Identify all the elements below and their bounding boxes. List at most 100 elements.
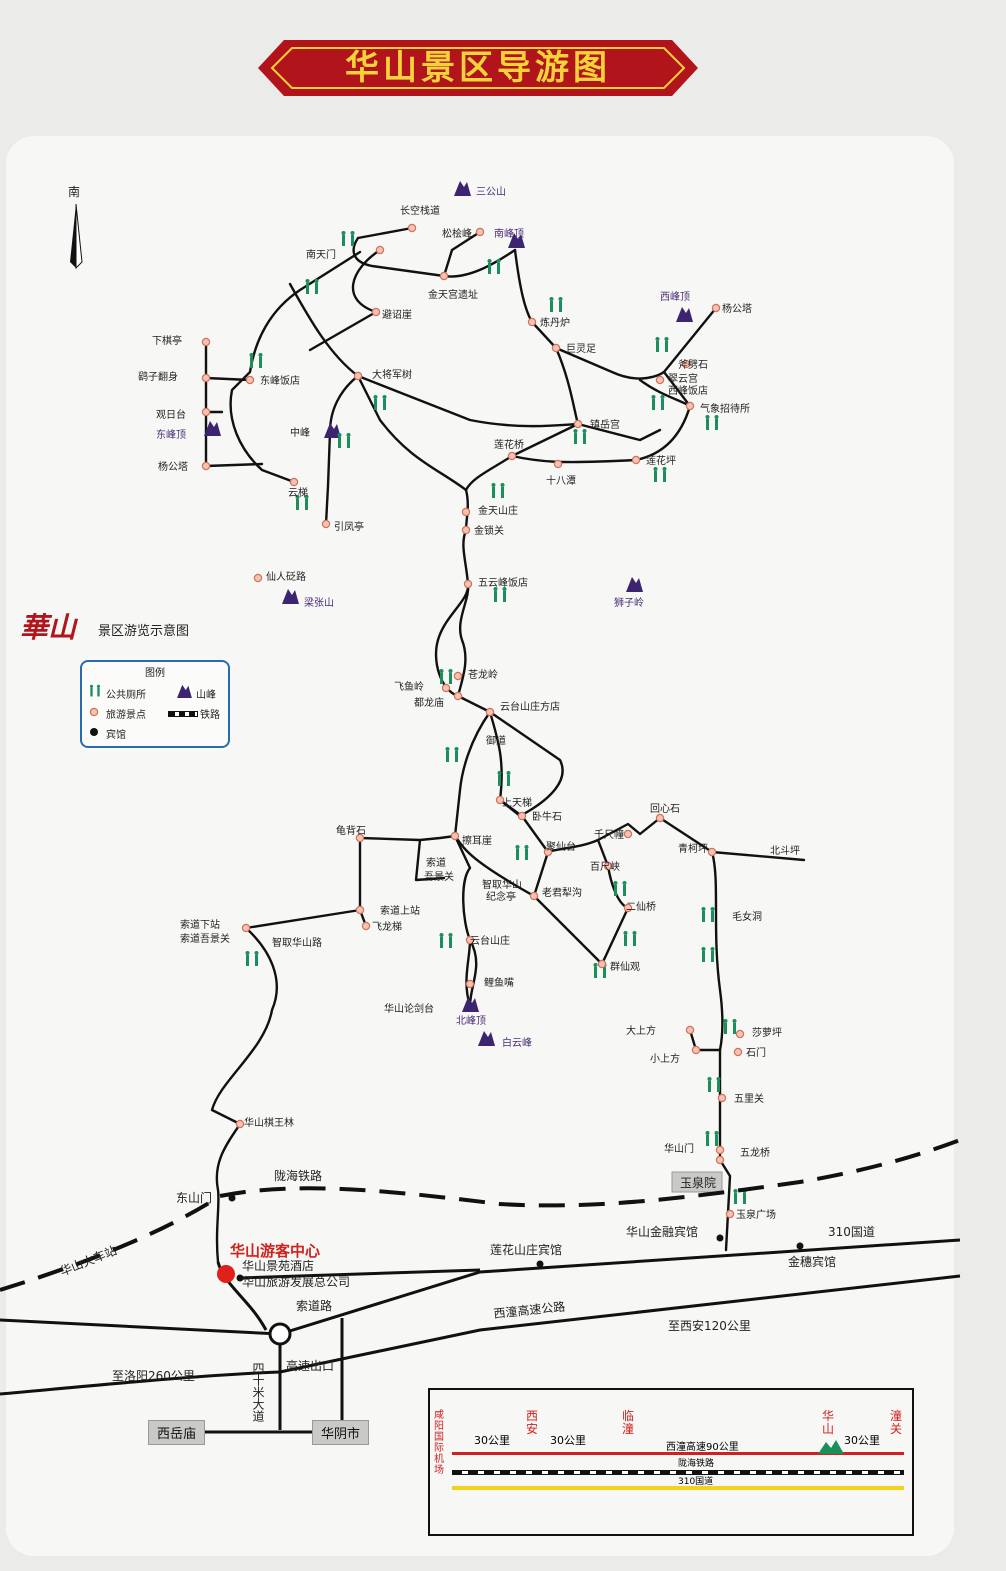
label-dongfeng: 东峰顶 [156,428,186,441]
label-yuquan-square: 玉泉广场 [736,1208,776,1221]
hotel-icon [236,1274,244,1282]
label-to-luoyang: 至洛阳260公里 [112,1368,195,1383]
toilet-icon [445,747,459,762]
label-dongfeng-hotel: 东峰饭店 [260,374,300,387]
label-shaluo: 莎萝坪 [752,1026,782,1039]
rail-route-line [452,1470,904,1475]
label-jintiangong: 金天宫遗址 [428,288,478,301]
logo-calligraphy: 華山 [20,611,77,644]
distance-4: 30公里 [844,1434,880,1447]
toilet-icon [705,1131,719,1146]
label-suodao-road: 索道路 [296,1298,332,1313]
toilet-icon [491,483,505,498]
map-title: 华山景区导游图 [345,48,611,88]
toilet-icon [701,947,715,962]
toilet-icon [337,433,351,448]
label-lixian: 梁张山 [304,596,334,609]
hotel-icon [90,728,98,736]
label-yunti: 云梯 [288,486,308,499]
label-zhiqu-road: 智取华山路 [272,936,322,949]
label-xianren: 仙人砭路 [266,570,306,583]
toilet-icon [723,1019,737,1034]
label-visitor-center: 华山游客中心 [230,1242,320,1260]
huashan-label: 华山 [822,1409,835,1436]
label-suodao-xie2: 吾景关 [424,870,454,883]
toilet-icon [705,415,719,430]
label-dashangfang: 大上方 [626,1024,656,1037]
hotel-icon [228,1194,236,1202]
legend-title: 图例 [145,668,165,679]
spot-icon [89,707,99,717]
label-jinrong: 华山金融宾馆 [626,1224,698,1239]
logo: 華山 景区游览示意图 [20,606,260,654]
label-jinsuo: 金锁关 [474,524,504,537]
hotel-icon [796,1242,804,1250]
label-woniu: 卧牛石 [532,810,562,823]
label-shizi: 狮子岭 [614,596,644,609]
logo-caption: 景区游览示意图 [98,624,190,639]
label-liandanlu: 炼丹炉 [540,316,570,329]
distance-1: 30公里 [474,1434,510,1447]
label-yuntai-villa: 云台山庄 [470,934,510,947]
label-jintian-villa: 金天山庄 [478,504,518,517]
toilet-icon [707,1077,721,1092]
label-lianhuaping: 莲花坪 [646,454,676,467]
label-sangong: 三公山 [476,186,506,198]
highway-route-line [452,1452,904,1455]
compass-icon [70,203,83,270]
label-yudao: 御道 [486,734,506,747]
label-g310: 310国道 [828,1225,875,1239]
label-suodao-up: 索道上站 [380,904,420,917]
toilet-icon [613,881,627,896]
distance-2: 30公里 [550,1434,586,1447]
railway-line [0,1138,961,1292]
airport-label: 咸阳国际机场 [434,1410,444,1476]
toilet-icon [89,684,101,697]
label-huoche: 华山火车站 [58,1242,119,1278]
label-baiyun: 白云峰 [502,1036,532,1049]
legend: 图例 公共厕所 山峰 旅游景点 铁路 宾馆 [80,660,230,748]
label-songjian: 松桧峰 [442,227,472,240]
label-suodao-xie: 索道 [426,856,446,869]
toilet-icon [623,931,637,946]
label-suodao-down2: 索道吾景关 [180,932,230,945]
label-dulong: 都龙庙 [414,696,444,709]
peak-icon [177,684,192,698]
label-beidou: 北斗坪 [770,844,800,857]
xian-label: 西安 [526,1409,539,1436]
road-network [0,1238,961,1434]
label-guanri: 观日台 [156,408,186,421]
toilet-icon [573,429,587,444]
label-zhiqu: 智取华山 [482,878,522,891]
label-wuyun: 五云峰饭店 [478,576,528,589]
label-qianchi: 千尺幢 [594,828,624,841]
label-yaozi: 鹞子翻身 [138,370,178,383]
label-huixin: 回心石 [650,803,680,815]
toilet-icon [515,845,529,860]
label-laojun: 老君犁沟 [542,886,582,899]
label-beifeng: 北峰顶 [456,1015,486,1027]
toilet-icon [497,771,511,786]
compass-label: 南 [68,184,80,199]
label-zhenyue: 镇岳宫 [590,418,620,431]
label-nanfeng: 南峰顶 [494,227,524,240]
label-exit: 高速出口 [286,1358,334,1373]
rail-route-label: 陇海铁路 [678,1459,715,1469]
toilet-icon [439,669,453,684]
label-qunxian: 群仙观 [610,960,640,973]
legend-toilet: 公共厕所 [106,690,146,701]
distance-diagram: 咸阳国际机场 西安 临潼 华山 潼关 30公里 30公里 西潼高速90公里 30… [428,1388,914,1536]
label-sishi: 四十米大道 [251,1362,265,1422]
toilet-icon [249,353,263,368]
toilet-icon [653,467,667,482]
label-huashanmen: 华山门 [664,1142,694,1155]
legend-peak: 山峰 [196,690,216,701]
label-feiyu: 飞鱼岭 [394,680,424,693]
huayin-box: 华阴市 [312,1420,370,1445]
toilet-icon [487,259,501,274]
label-wuliguan: 五里关 [734,1092,764,1105]
tongguan-label: 潼关 [890,1409,903,1436]
label-yanggongta-w: 杨公塔 [722,302,752,315]
label-yuntai-hotel: 云台山庄方店 [500,700,560,713]
